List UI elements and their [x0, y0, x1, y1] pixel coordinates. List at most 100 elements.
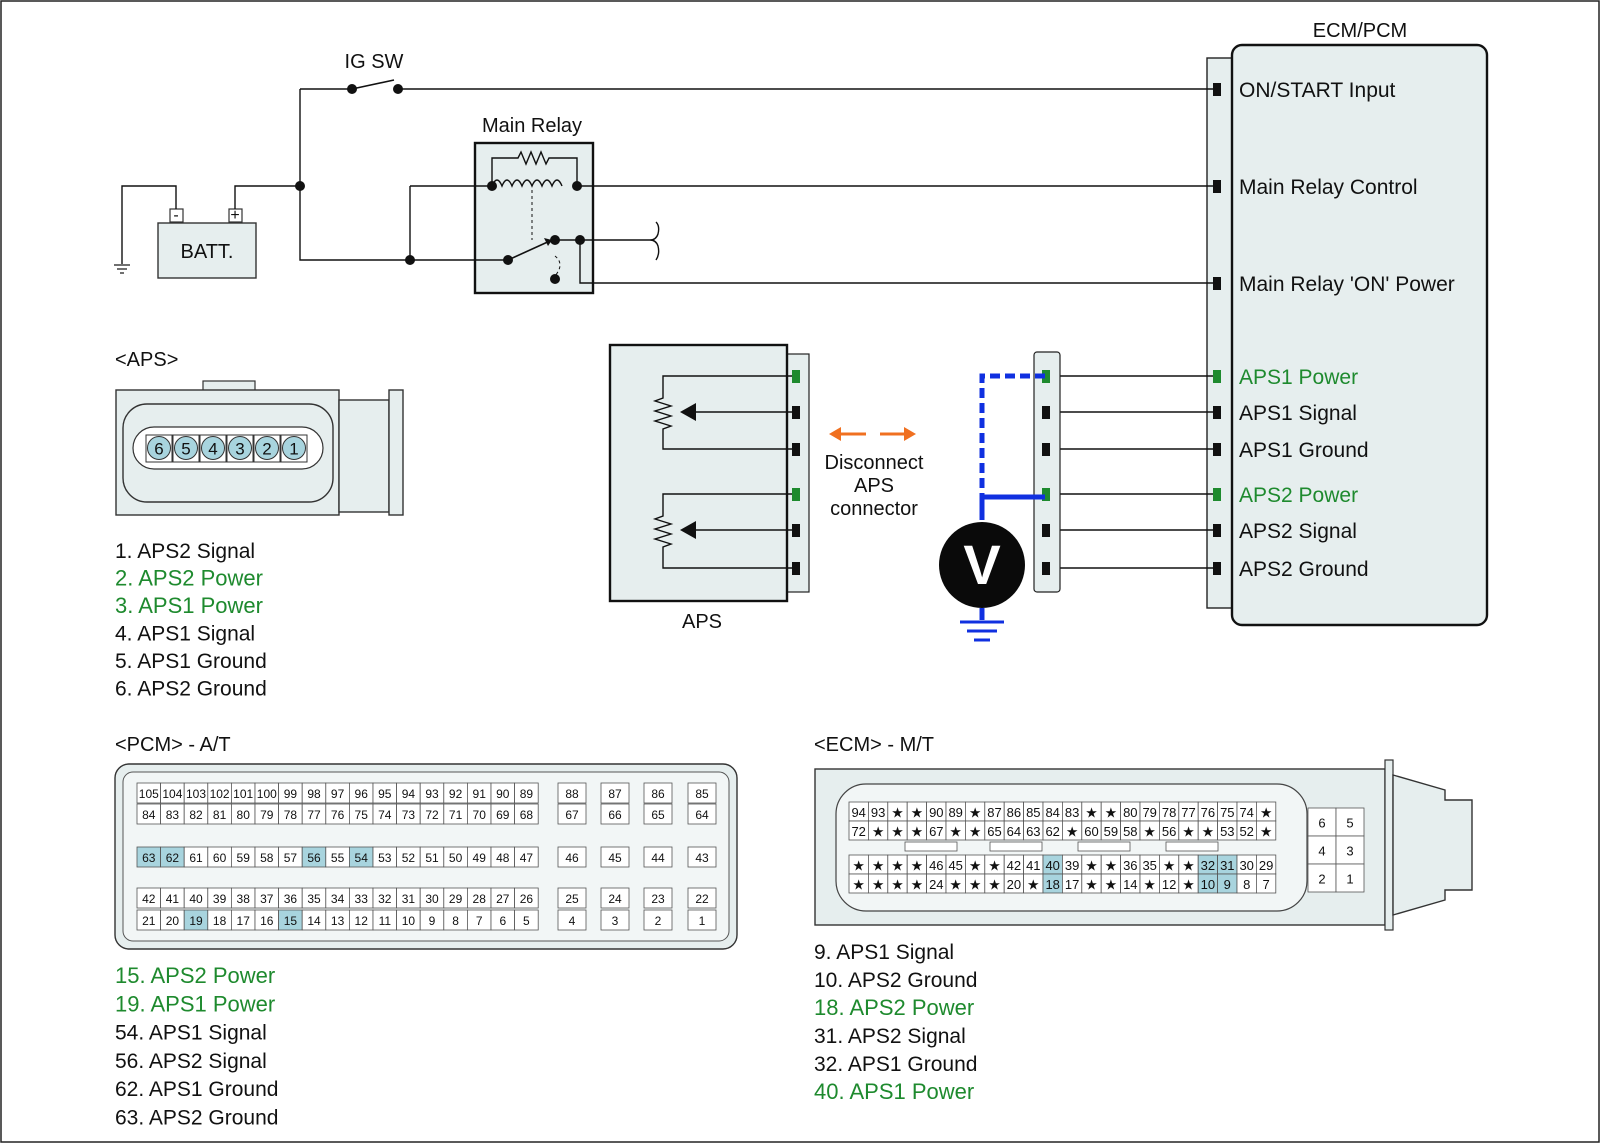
aps-pin — [792, 524, 800, 537]
pcm-pin-cell — [514, 909, 539, 931]
pcm-pin-number: 44 — [651, 851, 665, 865]
pcm-pin-number: 102 — [210, 787, 230, 801]
ecm-pin-number: ★ — [969, 805, 982, 821]
pcm-pin-number: 33 — [355, 892, 369, 906]
pcm-legend-item: 15. APS2 Power — [115, 963, 275, 988]
ecm-pin-number: 52 — [1239, 824, 1253, 839]
pcm-pin-number: 62 — [166, 851, 180, 865]
ecm-pin-number: ★ — [1143, 824, 1156, 840]
ecm-pin-number: 12 — [1162, 877, 1176, 892]
pcm-pin-number: 71 — [449, 808, 463, 822]
pcm-pin-number: 63 — [142, 851, 156, 865]
relay-switch-blade — [507, 239, 553, 261]
harness-pin — [1042, 406, 1050, 419]
ecm-pin-number: ★ — [969, 877, 982, 893]
pcm-pin-number: 5 — [523, 914, 530, 928]
pcm-pin-cell — [643, 782, 673, 804]
pcm-pin-cell — [643, 846, 673, 868]
ecm-pin-number: ★ — [1105, 858, 1118, 874]
aps-pin — [792, 488, 800, 501]
ecm-pin-number: ★ — [891, 877, 904, 893]
ecm-pin-number: 17 — [1065, 877, 1079, 892]
ground-symbol — [114, 264, 130, 274]
battery-positive-wire — [234, 185, 300, 209]
battery-positive-label: + — [230, 207, 239, 224]
pcm-pin-number: 37 — [260, 892, 274, 906]
ecm-pin-number: 35 — [1142, 858, 1156, 873]
ecm-connector-tail — [1392, 774, 1473, 916]
pcm-pin-number: 26 — [520, 892, 534, 906]
ecm-pin-number: ★ — [1163, 858, 1176, 874]
ecm-pin-label: APS1 Power — [1239, 366, 1358, 389]
ecm-pin-number: ★ — [911, 858, 924, 874]
pcm-pin-number: 2 — [655, 914, 662, 928]
pcm-pin-cell — [687, 803, 717, 825]
ecm-side-pin-cell — [1335, 835, 1365, 865]
aps-pin — [792, 406, 800, 419]
ecm-pin-number: ★ — [1085, 858, 1098, 874]
ecm-side-pin-number: 1 — [1346, 872, 1353, 887]
pcm-pin-number: 39 — [213, 892, 227, 906]
ecm-side-pin-number: 6 — [1318, 816, 1325, 831]
pcm-pin-number: 68 — [520, 808, 534, 822]
ecm-pin-number: 72 — [851, 824, 865, 839]
pcm-pin-cell — [643, 887, 673, 909]
pcm-pin-number: 46 — [565, 851, 579, 865]
ecm-pin-terminal — [1213, 406, 1221, 419]
pcm-pin-number: 17 — [237, 914, 251, 928]
ecm-pin-cell — [1256, 820, 1277, 841]
pcm-pin-number: 43 — [695, 851, 709, 865]
pcm-pin-number: 16 — [260, 914, 274, 928]
pcm-legend-item: 54. APS1 Signal — [115, 1022, 267, 1045]
pcm-pin-number: 79 — [260, 808, 274, 822]
pcm-pin-number: 7 — [476, 914, 483, 928]
ecm-pin-number: ★ — [1066, 824, 1079, 840]
pcm-pin-number: 70 — [473, 808, 487, 822]
ecm-pin-number: ★ — [1085, 877, 1098, 893]
ecm-pin-number: ★ — [891, 858, 904, 874]
pcm-pin-number: 59 — [237, 851, 251, 865]
wiper-arrow — [680, 521, 696, 539]
pcm-pin-number: 105 — [139, 787, 159, 801]
pcm-pin-number: 31 — [402, 892, 416, 906]
pcm-legend-item: 63. APS2 Ground — [115, 1107, 278, 1130]
main-relay — [473, 141, 595, 295]
aps-pin-number: 6 — [154, 440, 163, 459]
pcm-pin-number: 32 — [378, 892, 392, 906]
ecm-pin-number: 86 — [1007, 805, 1021, 820]
aps-pin-circle — [228, 436, 252, 460]
ecm-pin-number: 59 — [1104, 824, 1118, 839]
ecm-pin-number: 39 — [1065, 858, 1079, 873]
ecm-pin-terminal — [1213, 370, 1221, 383]
ecm-pin-label: Main Relay Control — [1239, 176, 1418, 199]
pcm-pin-number: 28 — [473, 892, 487, 906]
relay-coil — [491, 179, 563, 188]
pcm-pin-number: 66 — [608, 808, 622, 822]
disconnect-line-1: Disconnect — [825, 452, 924, 474]
main-relay-on-power-wire — [579, 240, 1218, 284]
junction-dot — [295, 181, 305, 191]
pcm-pin-cell — [514, 782, 539, 804]
pcm-pin-number: 84 — [142, 808, 156, 822]
pcm-pin-number: 41 — [166, 892, 180, 906]
ecm-pin-number: 31 — [1220, 858, 1234, 873]
aps-pin-circle — [282, 436, 306, 460]
pcm-pin-number: 47 — [520, 851, 534, 865]
potentiometer-2 — [652, 493, 792, 569]
pcm-pin-number: 60 — [213, 851, 227, 865]
pcm-pin-number: 64 — [695, 808, 709, 822]
ecm-connector-strip — [1206, 57, 1236, 609]
ecm-pin-number: 64 — [1007, 824, 1021, 839]
disconnect-line-2: APS — [854, 475, 894, 497]
pcm-pin-number: 99 — [284, 787, 298, 801]
ecm-legend-item: 32. APS1 Ground — [814, 1053, 977, 1076]
aps-legend-item: 5. APS1 Ground — [115, 650, 267, 673]
ecm-pin-number: 84 — [1045, 805, 1059, 820]
ecm-connector-flange — [1384, 759, 1394, 931]
pcm-pin-number: 48 — [496, 851, 510, 865]
